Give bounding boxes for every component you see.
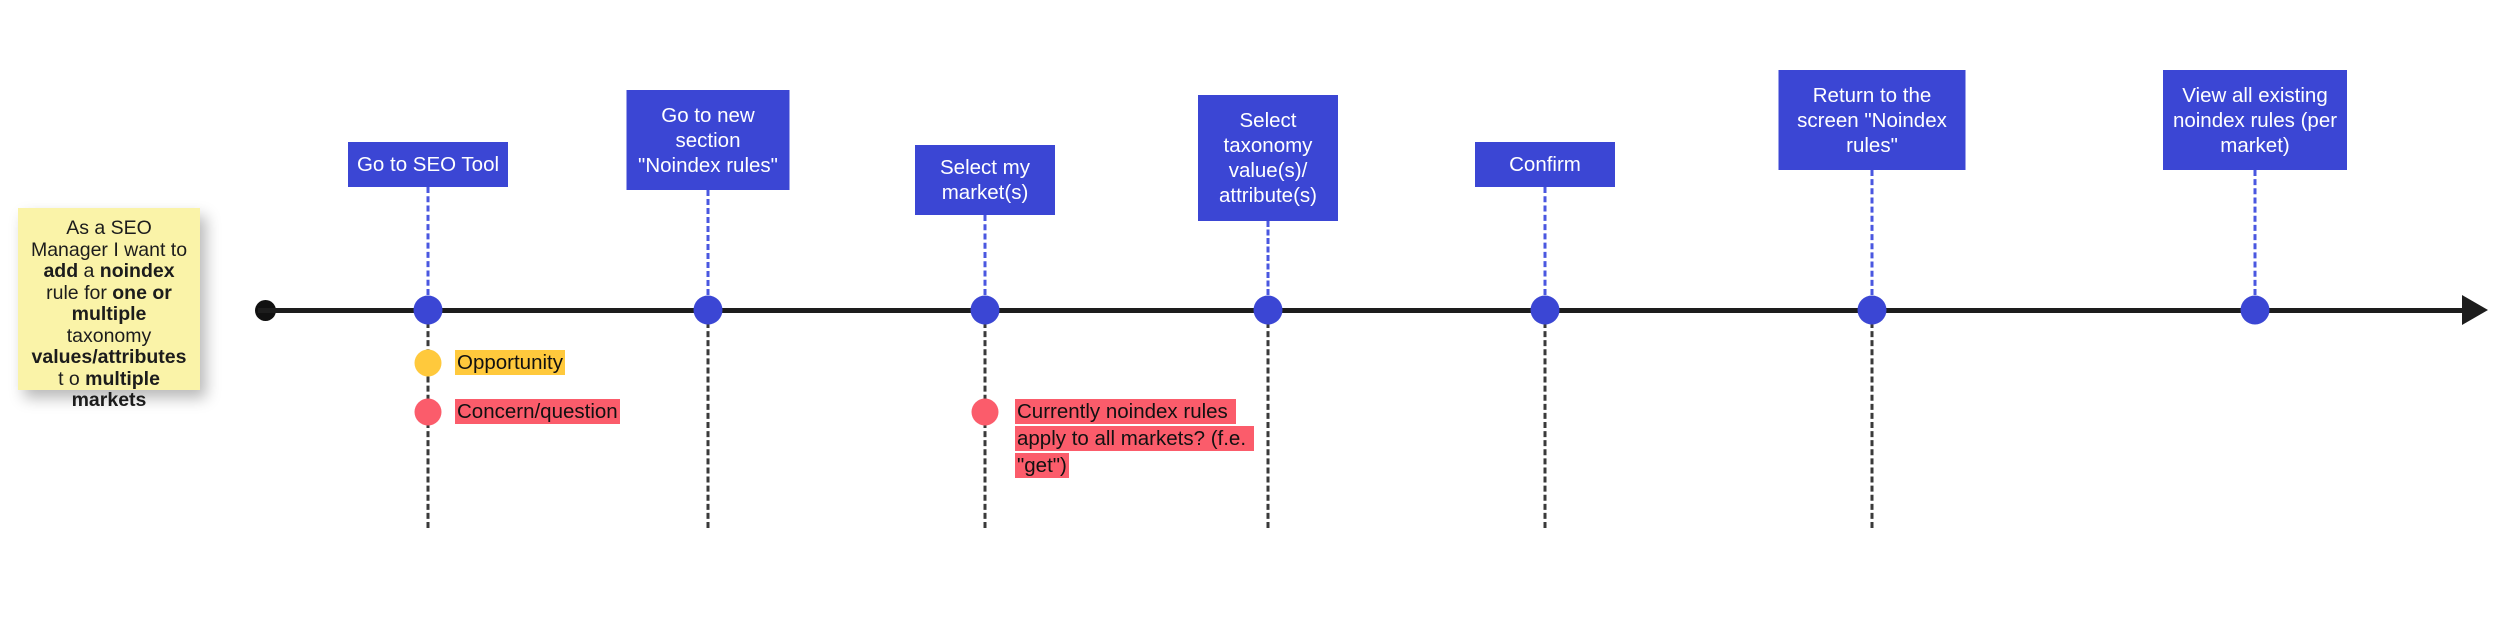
timeline-arrow-icon [2462,295,2488,325]
annotation-dot-opportunity[interactable] [414,349,442,377]
milestone-connector-up-view-all-existing-rules [2253,170,2257,295]
timeline-axis [258,308,2473,313]
milestone-dot-select-my-markets[interactable] [970,295,1000,325]
milestone-connector-down-return-to-noindex-rules [1870,322,1874,528]
milestone-connector-up-go-to-seo-tool [426,187,430,295]
milestone-connector-up-return-to-noindex-rules [1870,170,1874,295]
annotation-dot-concern[interactable] [971,398,999,426]
milestone-dot-select-taxonomy-values[interactable] [1253,295,1283,325]
milestone-connector-down-confirm [1543,322,1547,528]
milestone-dot-return-to-noindex-rules[interactable] [1857,295,1887,325]
milestone-connector-up-confirm [1543,187,1547,295]
annotation-label-concern-noindex-all-markets: Currently noindex rules apply to all mar… [1015,399,1254,478]
user-story-sticky-note[interactable]: As a SEO Manager I want to add a noindex… [18,208,200,411]
milestone-connector-down-go-to-new-section [706,322,710,528]
milestone-connector-up-select-my-markets [983,215,987,295]
milestone-box-go-to-seo-tool[interactable]: Go to SEO Tool [348,142,508,187]
milestone-box-go-to-new-section[interactable]: Go to new section "Noindex rules" [626,90,790,190]
annotation-label-concern-question: Concern/question [455,399,620,424]
milestone-dot-view-all-existing-rules[interactable] [2240,295,2270,325]
annotation-dot-concern[interactable] [414,398,442,426]
milestone-box-select-taxonomy-values[interactable]: Select taxonomy value(s)/ attribute(s) [1198,95,1338,221]
user-story-text: As a SEO Manager I want to add a noindex… [30,217,188,411]
milestone-box-confirm[interactable]: Confirm [1475,142,1615,187]
annotation-label-opportunity: Opportunity [455,350,565,375]
milestone-dot-confirm[interactable] [1530,295,1560,325]
milestone-box-return-to-noindex-rules[interactable]: Return to the screen "Noindex rules" [1778,70,1966,170]
milestone-connector-up-go-to-new-section [706,190,710,295]
milestone-box-view-all-existing-rules[interactable]: View all existing noindex rules (per mar… [2163,70,2347,170]
milestone-box-select-my-markets[interactable]: Select my market(s) [915,145,1055,215]
milestone-connector-up-select-taxonomy-values [1266,221,1270,295]
milestone-dot-go-to-seo-tool[interactable] [413,295,443,325]
milestone-connector-down-select-taxonomy-values [1266,322,1270,528]
milestone-dot-go-to-new-section[interactable] [693,295,723,325]
